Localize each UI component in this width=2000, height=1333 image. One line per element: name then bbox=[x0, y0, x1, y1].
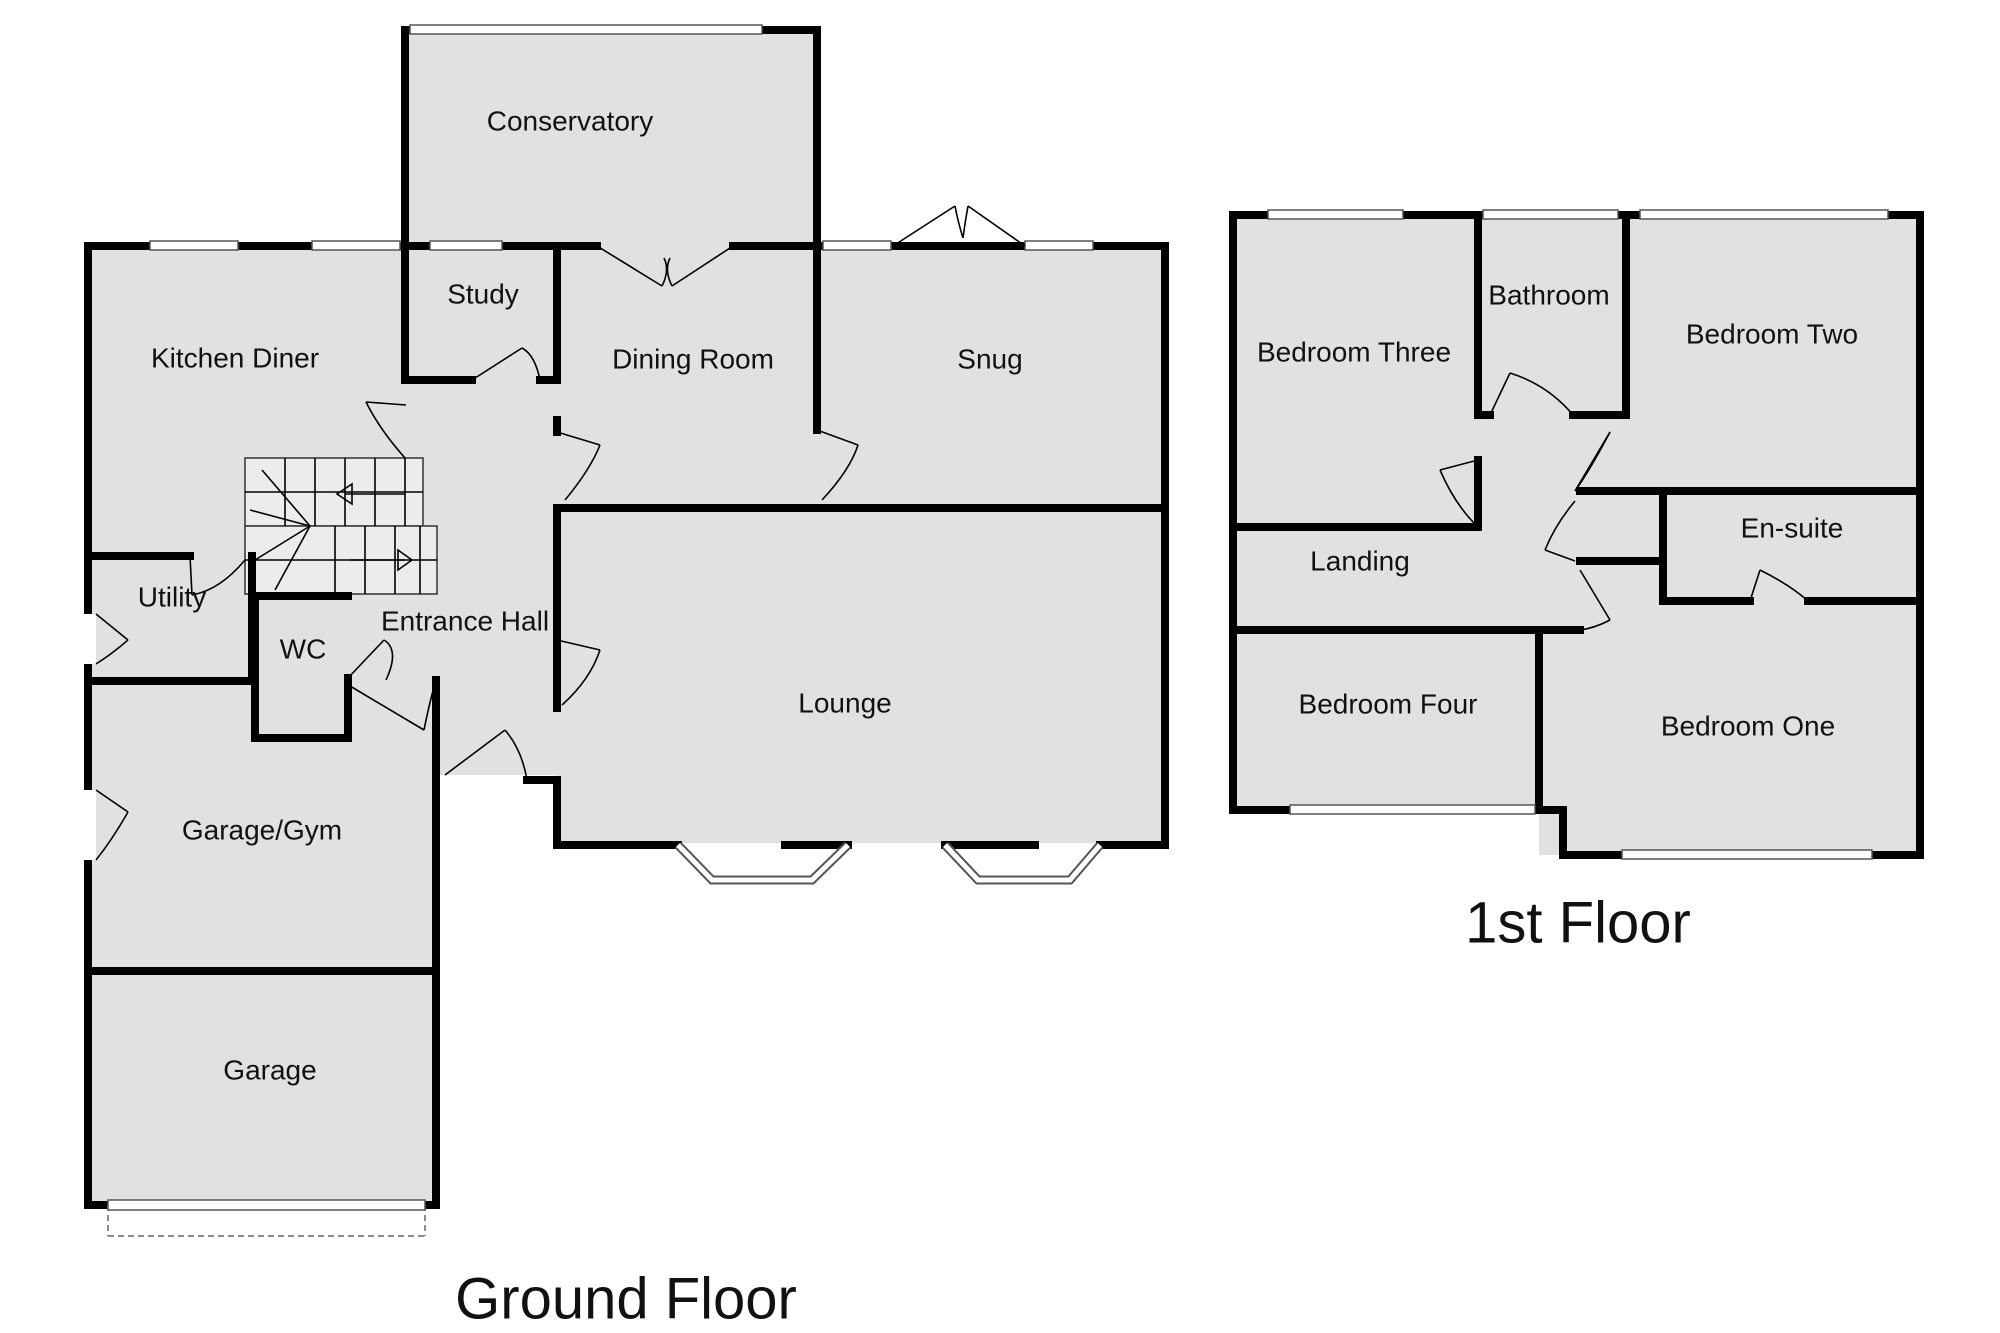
room-bathroom bbox=[1478, 215, 1626, 415]
label-wc: WC bbox=[280, 633, 327, 664]
room-landing bbox=[1233, 415, 1663, 630]
label-en-suite: En-suite bbox=[1741, 512, 1844, 543]
ground-floor-title: Ground Floor bbox=[455, 1266, 797, 1331]
room-garage bbox=[88, 971, 436, 1205]
label-bathroom: Bathroom bbox=[1488, 279, 1609, 310]
first-floor-windows bbox=[1267, 209, 1889, 860]
label-garage-gym: Garage/Gym bbox=[182, 814, 342, 845]
room-study bbox=[405, 246, 557, 380]
label-snug: Snug bbox=[957, 343, 1022, 374]
room-bedroom-four bbox=[1233, 630, 1539, 810]
room-conservatory bbox=[405, 30, 817, 246]
label-bedroom-four: Bedroom Four bbox=[1299, 688, 1478, 719]
room-garage-gym bbox=[88, 681, 436, 971]
room-dining-room bbox=[557, 246, 817, 506]
label-garage: Garage bbox=[223, 1054, 316, 1085]
ground-floor-doors bbox=[95, 205, 1026, 861]
room-lounge bbox=[557, 508, 1165, 843]
first-floor-plan: Bedroom Three Bathroom Bedroom Two Landi… bbox=[1229, 209, 1924, 955]
label-conservatory: Conservatory bbox=[487, 105, 654, 136]
label-utility: Utility bbox=[138, 581, 206, 612]
label-lounge: Lounge bbox=[798, 687, 891, 718]
label-bedroom-three: Bedroom Three bbox=[1257, 336, 1451, 367]
ground-floor-plan: Conservatory Study Kitchen Diner Dining … bbox=[80, 24, 1169, 1331]
label-bedroom-two: Bedroom Two bbox=[1686, 318, 1858, 349]
room-en-suite bbox=[1663, 491, 1920, 601]
room-snug bbox=[817, 246, 1165, 506]
label-bedroom-one: Bedroom One bbox=[1661, 710, 1835, 741]
label-entrance-hall: Entrance Hall bbox=[381, 605, 549, 636]
ground-floor-windows bbox=[149, 24, 1104, 885]
ground-floor-walls bbox=[84, 26, 1169, 1209]
staircase bbox=[244, 457, 438, 595]
label-study: Study bbox=[447, 278, 519, 309]
room-bedroom-one bbox=[1539, 601, 1920, 855]
room-bedroom-two bbox=[1626, 215, 1920, 491]
first-floor-title: 1st Floor bbox=[1465, 890, 1691, 955]
room-utility bbox=[88, 556, 252, 681]
first-floor-doors bbox=[1439, 372, 1809, 631]
label-landing: Landing bbox=[1310, 545, 1410, 576]
label-kitchen-diner: Kitchen Diner bbox=[151, 342, 319, 373]
label-dining-room: Dining Room bbox=[612, 343, 774, 374]
